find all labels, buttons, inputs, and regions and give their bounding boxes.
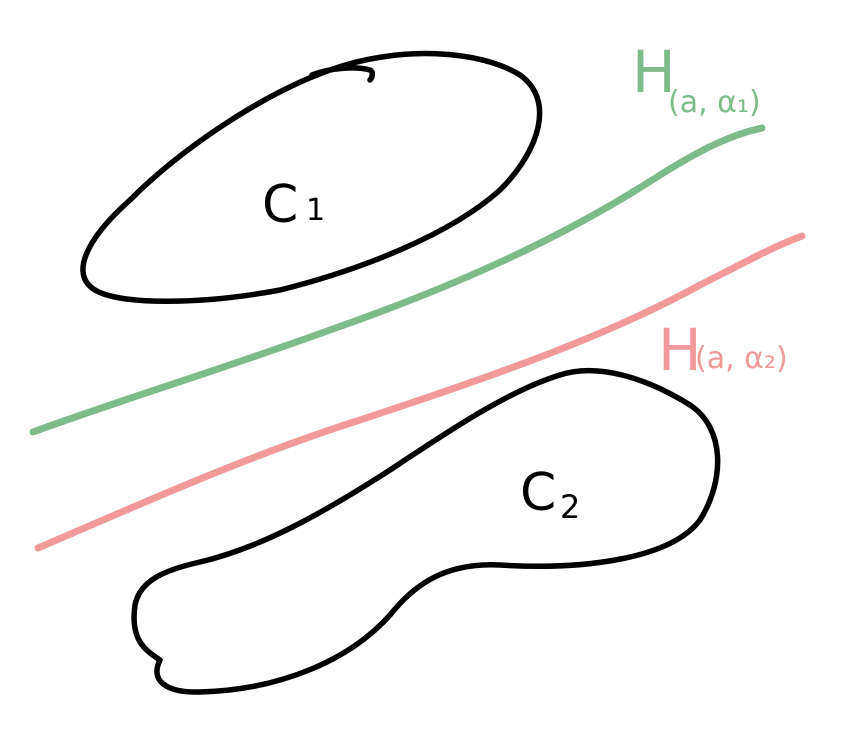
hyperplane-1-label: H — [632, 38, 676, 106]
hyperplane-1-line — [29, 124, 766, 436]
hyperplane-1-subscript: (a, α₁) — [668, 85, 761, 120]
set-c2-subscript: 2 — [560, 488, 580, 526]
hyperplane-2-subscript: (a, α₂) — [695, 341, 788, 376]
hyperplane-2-label: H — [658, 316, 702, 384]
hyperplane-2-line — [34, 232, 806, 552]
set-c1-subscript: 1 — [306, 193, 325, 228]
set-c2-label: C — [520, 463, 556, 523]
set-c2-outline — [131, 367, 721, 695]
set-c1-label: C — [262, 175, 298, 235]
set-c1-outline — [80, 50, 543, 304]
